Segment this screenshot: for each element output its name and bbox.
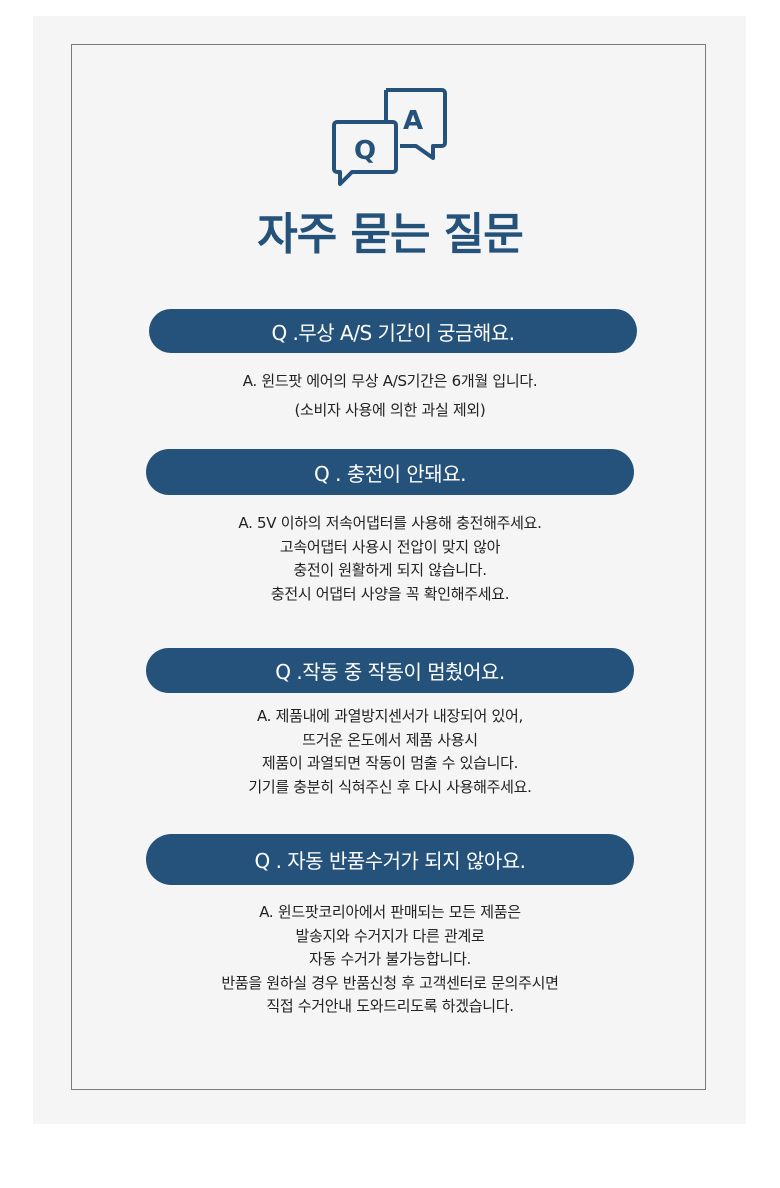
faq-answer-1: A. 윈드팟 에어의 무상 A/S기간은 6개월 입니다. (소비자 사용에 의… (0, 367, 780, 425)
answer-line: 기기를 충분히 식혀주신 후 다시 사용해주세요. (248, 777, 532, 796)
faq-answer-2: A. 5V 이하의 저속어댑터를 사용해 충전해주세요. 고속어댑터 사용시 전… (0, 512, 780, 606)
answer-line: A. 윈드팟코리아에서 판매되는 모든 제품은 (259, 903, 521, 921)
answer-line: A. 제품내에 과열방지센서가 내장되어 있어, (256, 707, 523, 725)
faq-question-4: Q . 자동 반품수거가 되지 않아요. (146, 834, 634, 885)
answer-line: 고속어댑터 사용시 전압이 맞지 않아 (279, 537, 501, 556)
answer-line: A. 윈드팟 에어의 무상 A/S기간은 6개월 입니다. (242, 372, 538, 390)
faq-question-2: Q . 충전이 안돼요. (146, 449, 634, 495)
faq-question-3: Q .작동 중 작동이 멈췄어요. (146, 648, 634, 693)
faq-answer-4: A. 윈드팟코리아에서 판매되는 모든 제품은 발송지와 수거지가 다른 관계로… (0, 901, 780, 1019)
answer-line: 충전이 원활하게 되지 않습니다. (293, 561, 487, 579)
answer-line: (소비자 사용에 의한 과실 제외) (294, 401, 486, 419)
faq-question-1: Q .무상 A/S 기간이 궁금해요. (149, 309, 637, 353)
answer-line: 뜨거운 온도에서 제품 사용시 (302, 730, 478, 749)
answer-line: 발송지와 수거지가 다른 관계로 (295, 926, 485, 945)
answer-line: 제품이 과열되면 작동이 멈출 수 있습니다. (261, 754, 519, 772)
answer-line: 충전시 어댑터 사양을 꼭 확인해주세요. (270, 584, 510, 603)
page-title: 자주 묻는 질문 (257, 209, 524, 260)
answer-line: A. 5V 이하의 저속어댑터를 사용해 충전해주세요. (238, 514, 542, 532)
svg-text:Q: Q (354, 136, 376, 166)
faq-answer-3: A. 제품내에 과열방지센서가 내장되어 있어, 뜨거운 온도에서 제품 사용시… (0, 705, 780, 799)
svg-text:A: A (403, 106, 423, 136)
faq-frame (71, 44, 706, 1090)
answer-line: 직접 수거안내 도와드리도록 하겠습니다. (266, 997, 514, 1015)
answer-line: 반품을 원하실 경우 반품신청 후 고객센터로 문의주시면 (221, 973, 559, 992)
faq-panel (33, 16, 746, 1124)
qa-chat-icon: Q A (332, 88, 447, 186)
answer-line: 자동 수거가 불가능합니다. (309, 950, 471, 968)
